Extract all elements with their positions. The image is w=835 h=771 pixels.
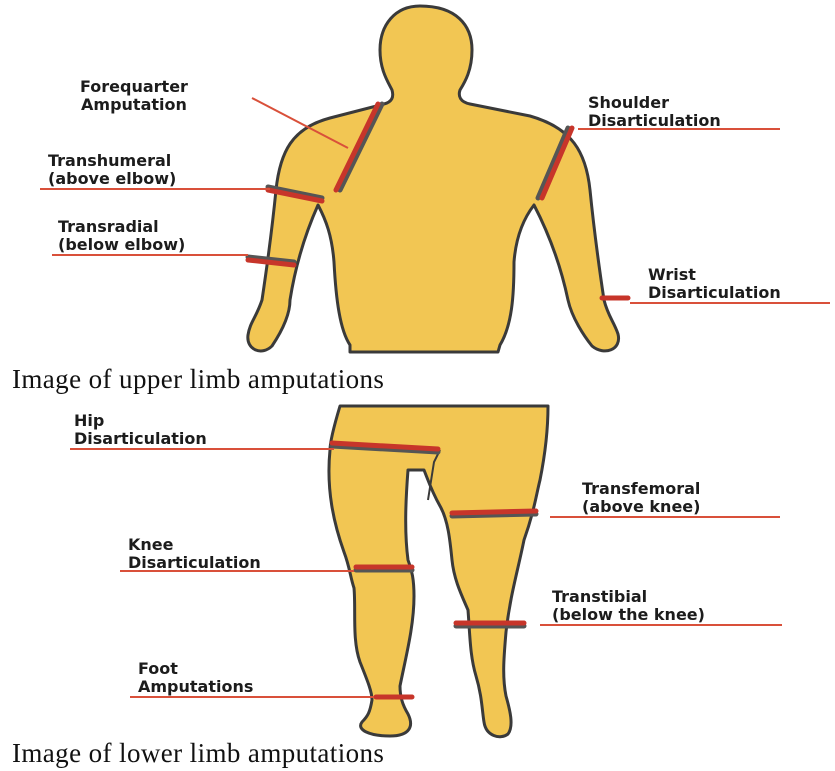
- upper-body-figure: [0, 0, 835, 400]
- label-wrist-line1: Wrist: [648, 266, 781, 284]
- label-transhumeral-line2: (above elbow): [48, 170, 176, 188]
- underline-wrist: [630, 302, 830, 304]
- label-hip-line2: Disarticulation: [74, 430, 207, 448]
- transfemoral-cut-line-red: [452, 511, 536, 513]
- label-knee: Knee Disarticulation: [128, 536, 261, 572]
- label-foot-line2: Amputations: [138, 678, 253, 696]
- label-transradial-line2: (below elbow): [58, 236, 185, 254]
- upper-caption: Image of upper limb amputations: [12, 364, 384, 395]
- label-transfemoral-line2: (above knee): [582, 498, 700, 516]
- label-forequarter-line1: Forequarter: [80, 78, 188, 96]
- underline-transradial: [52, 254, 248, 256]
- label-foot: Foot Amputations: [138, 660, 253, 696]
- label-transtibial-line2: (below the knee): [552, 606, 705, 624]
- underline-transfemoral: [550, 516, 780, 518]
- label-foot-line1: Foot: [138, 660, 253, 678]
- label-forequarter: Forequarter Amputation: [80, 78, 188, 114]
- label-transfemoral-line1: Transfemoral: [582, 480, 700, 498]
- label-hip: Hip Disarticulation: [74, 412, 207, 448]
- underline-transtibial: [540, 624, 782, 626]
- underline-foot: [130, 696, 374, 698]
- label-knee-line1: Knee: [128, 536, 261, 554]
- label-transtibial-line1: Transtibial: [552, 588, 705, 606]
- upper-limb-panel: Forequarter Amputation Transhumeral (abo…: [0, 0, 835, 400]
- label-transhumeral-line1: Transhumeral: [48, 152, 176, 170]
- label-transtibial: Transtibial (below the knee): [552, 588, 705, 624]
- label-shoulder: Shoulder Disarticulation: [588, 94, 721, 130]
- underline-hip: [70, 448, 334, 450]
- label-wrist-line2: Disarticulation: [648, 284, 781, 302]
- underline-shoulder: [578, 128, 780, 130]
- lower-body-figure: [0, 400, 835, 771]
- label-transradial: Transradial (below elbow): [58, 218, 185, 254]
- label-transhumeral: Transhumeral (above elbow): [48, 152, 176, 188]
- lower-limb-panel: Hip Disarticulation Transfemoral (above …: [0, 400, 835, 771]
- label-wrist: Wrist Disarticulation: [648, 266, 781, 302]
- label-transradial-line1: Transradial: [58, 218, 185, 236]
- label-forequarter-line2: Amputation: [80, 96, 188, 114]
- lower-caption: Image of lower limb amputations: [12, 738, 384, 769]
- label-hip-line1: Hip: [74, 412, 207, 430]
- upper-body-silhouette: [248, 6, 619, 352]
- label-shoulder-line1: Shoulder: [588, 94, 721, 112]
- underline-knee: [120, 570, 354, 572]
- label-transfemoral: Transfemoral (above knee): [582, 480, 700, 516]
- underline-transhumeral: [40, 188, 270, 190]
